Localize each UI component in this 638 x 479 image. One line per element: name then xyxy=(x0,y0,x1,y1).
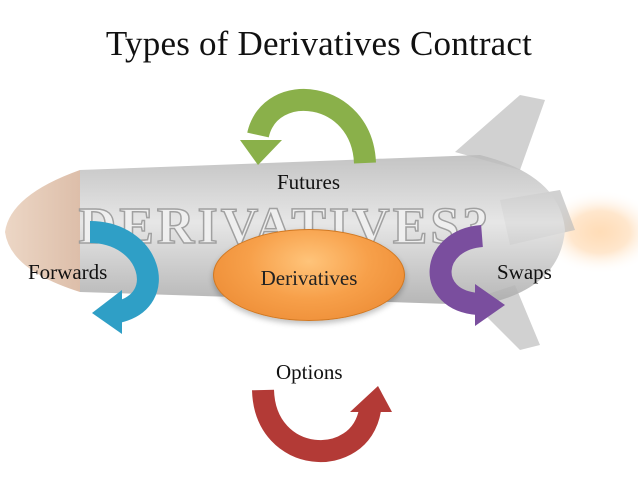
node-label-swaps: Swaps xyxy=(497,260,552,284)
node-label-futures: Futures xyxy=(277,170,340,194)
page-title: Types of Derivatives Contract xyxy=(105,24,533,63)
tail-fin-top xyxy=(455,95,545,170)
center-node-derivatives: Derivatives xyxy=(213,229,405,321)
options-arrow xyxy=(252,386,392,462)
node-label-options: Options xyxy=(276,360,343,384)
node-label-forwards: Forwards xyxy=(28,260,108,284)
center-node-label: Derivatives xyxy=(260,265,358,290)
forwards-arrow xyxy=(89,221,159,334)
missile-nose xyxy=(5,170,80,292)
futures-arrow xyxy=(240,89,376,165)
swaps-arrow xyxy=(429,225,505,326)
